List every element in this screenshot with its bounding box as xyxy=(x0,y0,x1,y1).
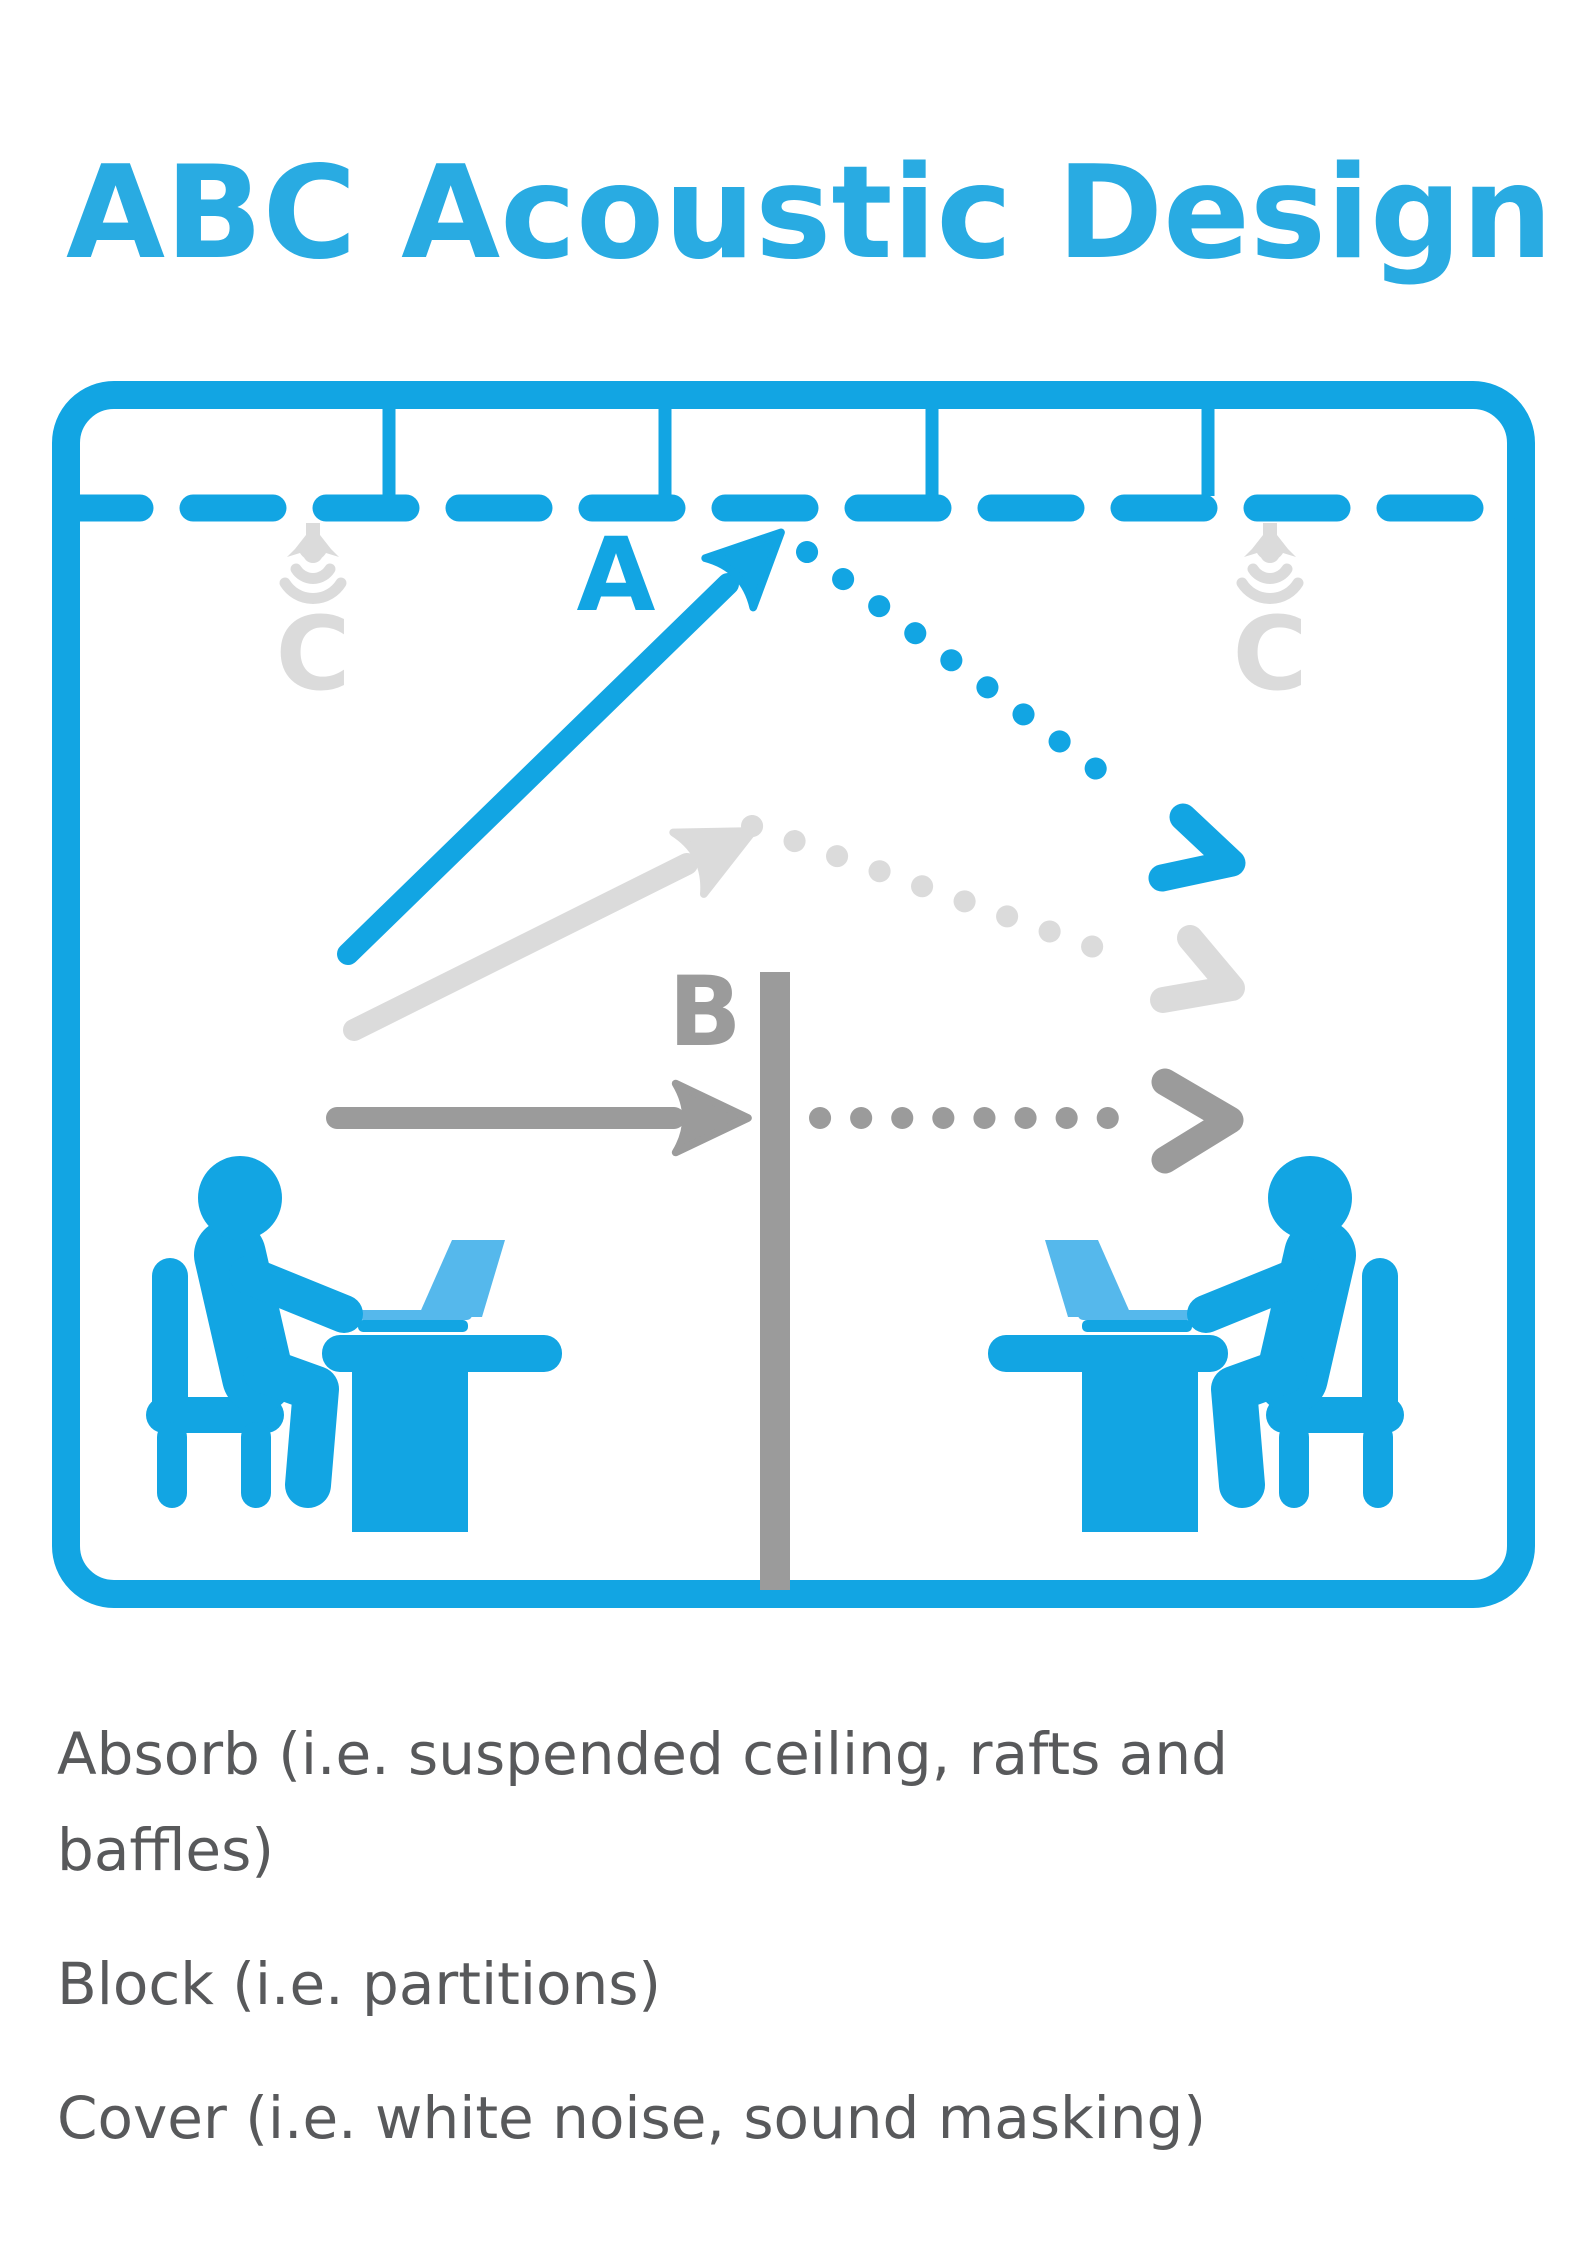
page-title: ABC Acoustic Design xyxy=(66,139,1553,288)
absorb-sound-ray: A xyxy=(337,516,1246,965)
worker-right xyxy=(988,1156,1386,1532)
label-a: A xyxy=(577,516,656,635)
label-b: B xyxy=(668,956,741,1068)
label-c-right: C xyxy=(1233,595,1308,714)
acoustic-room-diagram: C C A B xyxy=(52,381,1535,1608)
attenuated-sound-ray xyxy=(343,815,1245,1041)
legend: Absorb (i.e. suspended ceiling, rafts an… xyxy=(57,1706,1537,2204)
partition xyxy=(760,972,790,1590)
block-sound-ray: B xyxy=(326,956,1244,1590)
label-c-left: C xyxy=(276,595,351,714)
legend-item-absorb: Absorb (i.e. suspended ceiling, rafts an… xyxy=(57,1720,1228,1884)
legend-item-block: Block (i.e. partitions) xyxy=(57,1950,662,2018)
ceiling-speaker-icon xyxy=(285,523,341,599)
suspended-ceiling xyxy=(52,400,1535,522)
worker-left xyxy=(164,1156,562,1532)
legend-item-cover: Cover (i.e. white noise, sound masking) xyxy=(57,2084,1206,2152)
room-outline xyxy=(52,381,1535,1608)
ceiling-speaker-icon xyxy=(1242,523,1298,599)
